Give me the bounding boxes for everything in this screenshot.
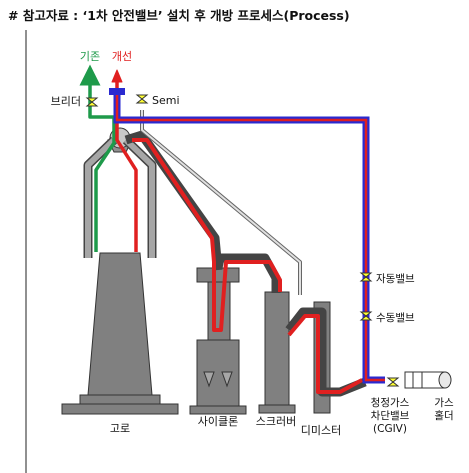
gas-holder-label-2: 홀더	[434, 409, 453, 422]
existing-path	[79, 64, 116, 252]
existing-label: 기존	[80, 50, 100, 63]
manual-valve-label: 수동밸브	[376, 312, 415, 324]
cyclone-label: 사이클론	[198, 415, 238, 428]
improved-label: 개선	[112, 50, 132, 63]
demister-label: 디미스터	[301, 424, 341, 437]
gas-line	[109, 88, 385, 384]
blast-furnace-label: 고로	[110, 422, 130, 435]
gas-pipes	[83, 110, 367, 397]
scrubber	[258, 291, 296, 414]
cgiv-valve	[386, 377, 400, 387]
improved-path	[111, 69, 363, 394]
semi-label: Semi	[152, 94, 180, 107]
cyclone	[189, 267, 247, 415]
semi-valve	[135, 94, 149, 104]
auto-valve-label: 자동밸브	[376, 273, 415, 285]
cgiv-label-1: 청정가스	[371, 397, 410, 409]
gas-holder	[404, 371, 452, 389]
manual-valve	[359, 311, 373, 321]
scrubber-label: 스크러버	[256, 415, 296, 428]
bleeder-label: 브리더	[51, 95, 81, 108]
cgiv-label-2: 차단밸브	[371, 410, 410, 422]
cgiv-label-3: (CGIV)	[373, 423, 407, 435]
page-title: # 참고자료 : ‘1차 안전밸브’ 설치 후 개방 프로세스(Process)	[8, 8, 350, 23]
auto-valve	[359, 272, 373, 282]
bleeder-valve	[85, 97, 99, 107]
gas-holder-label-1: 가스	[434, 397, 454, 409]
blast-furnace	[61, 127, 179, 415]
